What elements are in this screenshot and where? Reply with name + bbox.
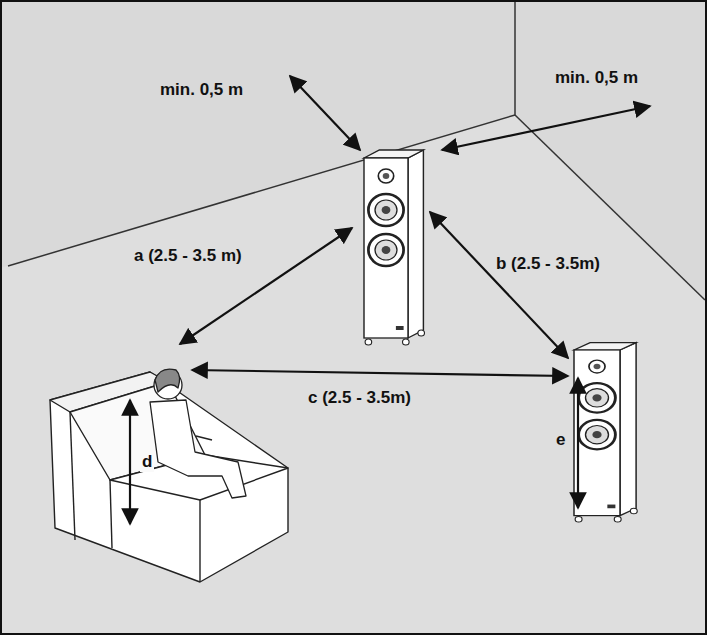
speaker-left	[364, 150, 425, 345]
distance-label: b (2.5 - 3.5m)	[494, 254, 602, 274]
dimension-arrows	[130, 76, 650, 524]
listener	[150, 369, 246, 498]
height-label: e	[554, 430, 567, 450]
room-edges	[8, 2, 705, 300]
height-label: d	[140, 452, 154, 472]
distance-label: a (2.5 - 3.5 m)	[132, 246, 244, 266]
floor	[0, 115, 707, 635]
wall-distance: min. 0,5 m	[158, 80, 245, 100]
sofa	[50, 372, 288, 582]
distance-label: c (2.5 - 3.5m)	[306, 388, 413, 408]
wall-distance: min. 0,5 m	[553, 68, 640, 88]
speaker-right	[574, 343, 637, 522]
